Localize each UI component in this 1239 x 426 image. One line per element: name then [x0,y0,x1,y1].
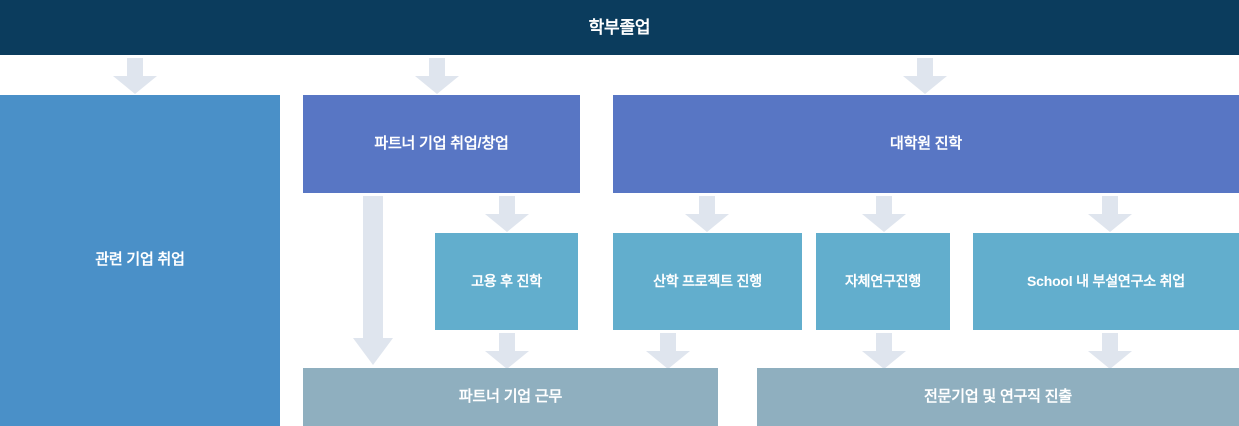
down-arrow-icon-partner-to-study [484,196,530,233]
node-label: 학부졸업 [588,17,651,37]
node-label: 전문기업 및 연구직 진출 [924,387,1072,405]
node-label: 산학 프로젝트 진행 [653,272,762,289]
down-arrow-icon-grad-to-school-institute [1087,196,1133,233]
node-specialist-and-research-career: 전문기업 및 연구직 진출 [757,368,1239,426]
down-arrow-icon-own-research-to-specialist [861,333,907,370]
node-undergraduate-graduation: 학부졸업 [0,0,1239,55]
down-arrow-icon-grad-to-industry-project [684,196,730,233]
node-label: 대학원 진학 [890,134,962,152]
node-label: 고용 후 진학 [471,272,542,289]
node-partner-company-work: 파트너 기업 근무 [303,368,718,426]
node-label: 관련 기업 취업 [95,251,185,269]
node-study-after-employment: 고용 후 진학 [435,233,578,330]
down-arrow-icon-to-partner-company [414,58,460,95]
down-arrow-icon-to-grad-school [902,58,948,95]
node-related-company-employment: 관련 기업 취업 [0,95,280,426]
down-arrow-icon-study-to-partner-work [484,333,530,370]
down-arrow-icon-grad-to-own-research [861,196,907,233]
node-industry-academic-project: 산학 프로젝트 진행 [613,233,802,330]
long-down-arrow-icon-partner-to-partner-work [352,196,394,371]
node-label: School 내 부설연구소 취업 [1027,272,1185,289]
down-arrow-icon-to-related-company [112,58,158,95]
node-own-research: 자체연구진행 [816,233,950,330]
node-graduate-school: 대학원 진학 [613,95,1239,193]
node-partner-company-employment-startup: 파트너 기업 취업/창업 [303,95,580,193]
node-label: 파트너 기업 취업/창업 [374,134,509,152]
node-school-affiliated-institute: School 내 부설연구소 취업 [973,233,1239,330]
down-arrow-icon-school-institute-to-specialist [1087,333,1133,370]
down-arrow-icon-industry-project-to-partner-work [645,333,691,370]
node-label: 자체연구진행 [844,272,922,289]
node-label: 파트너 기업 근무 [458,387,563,405]
